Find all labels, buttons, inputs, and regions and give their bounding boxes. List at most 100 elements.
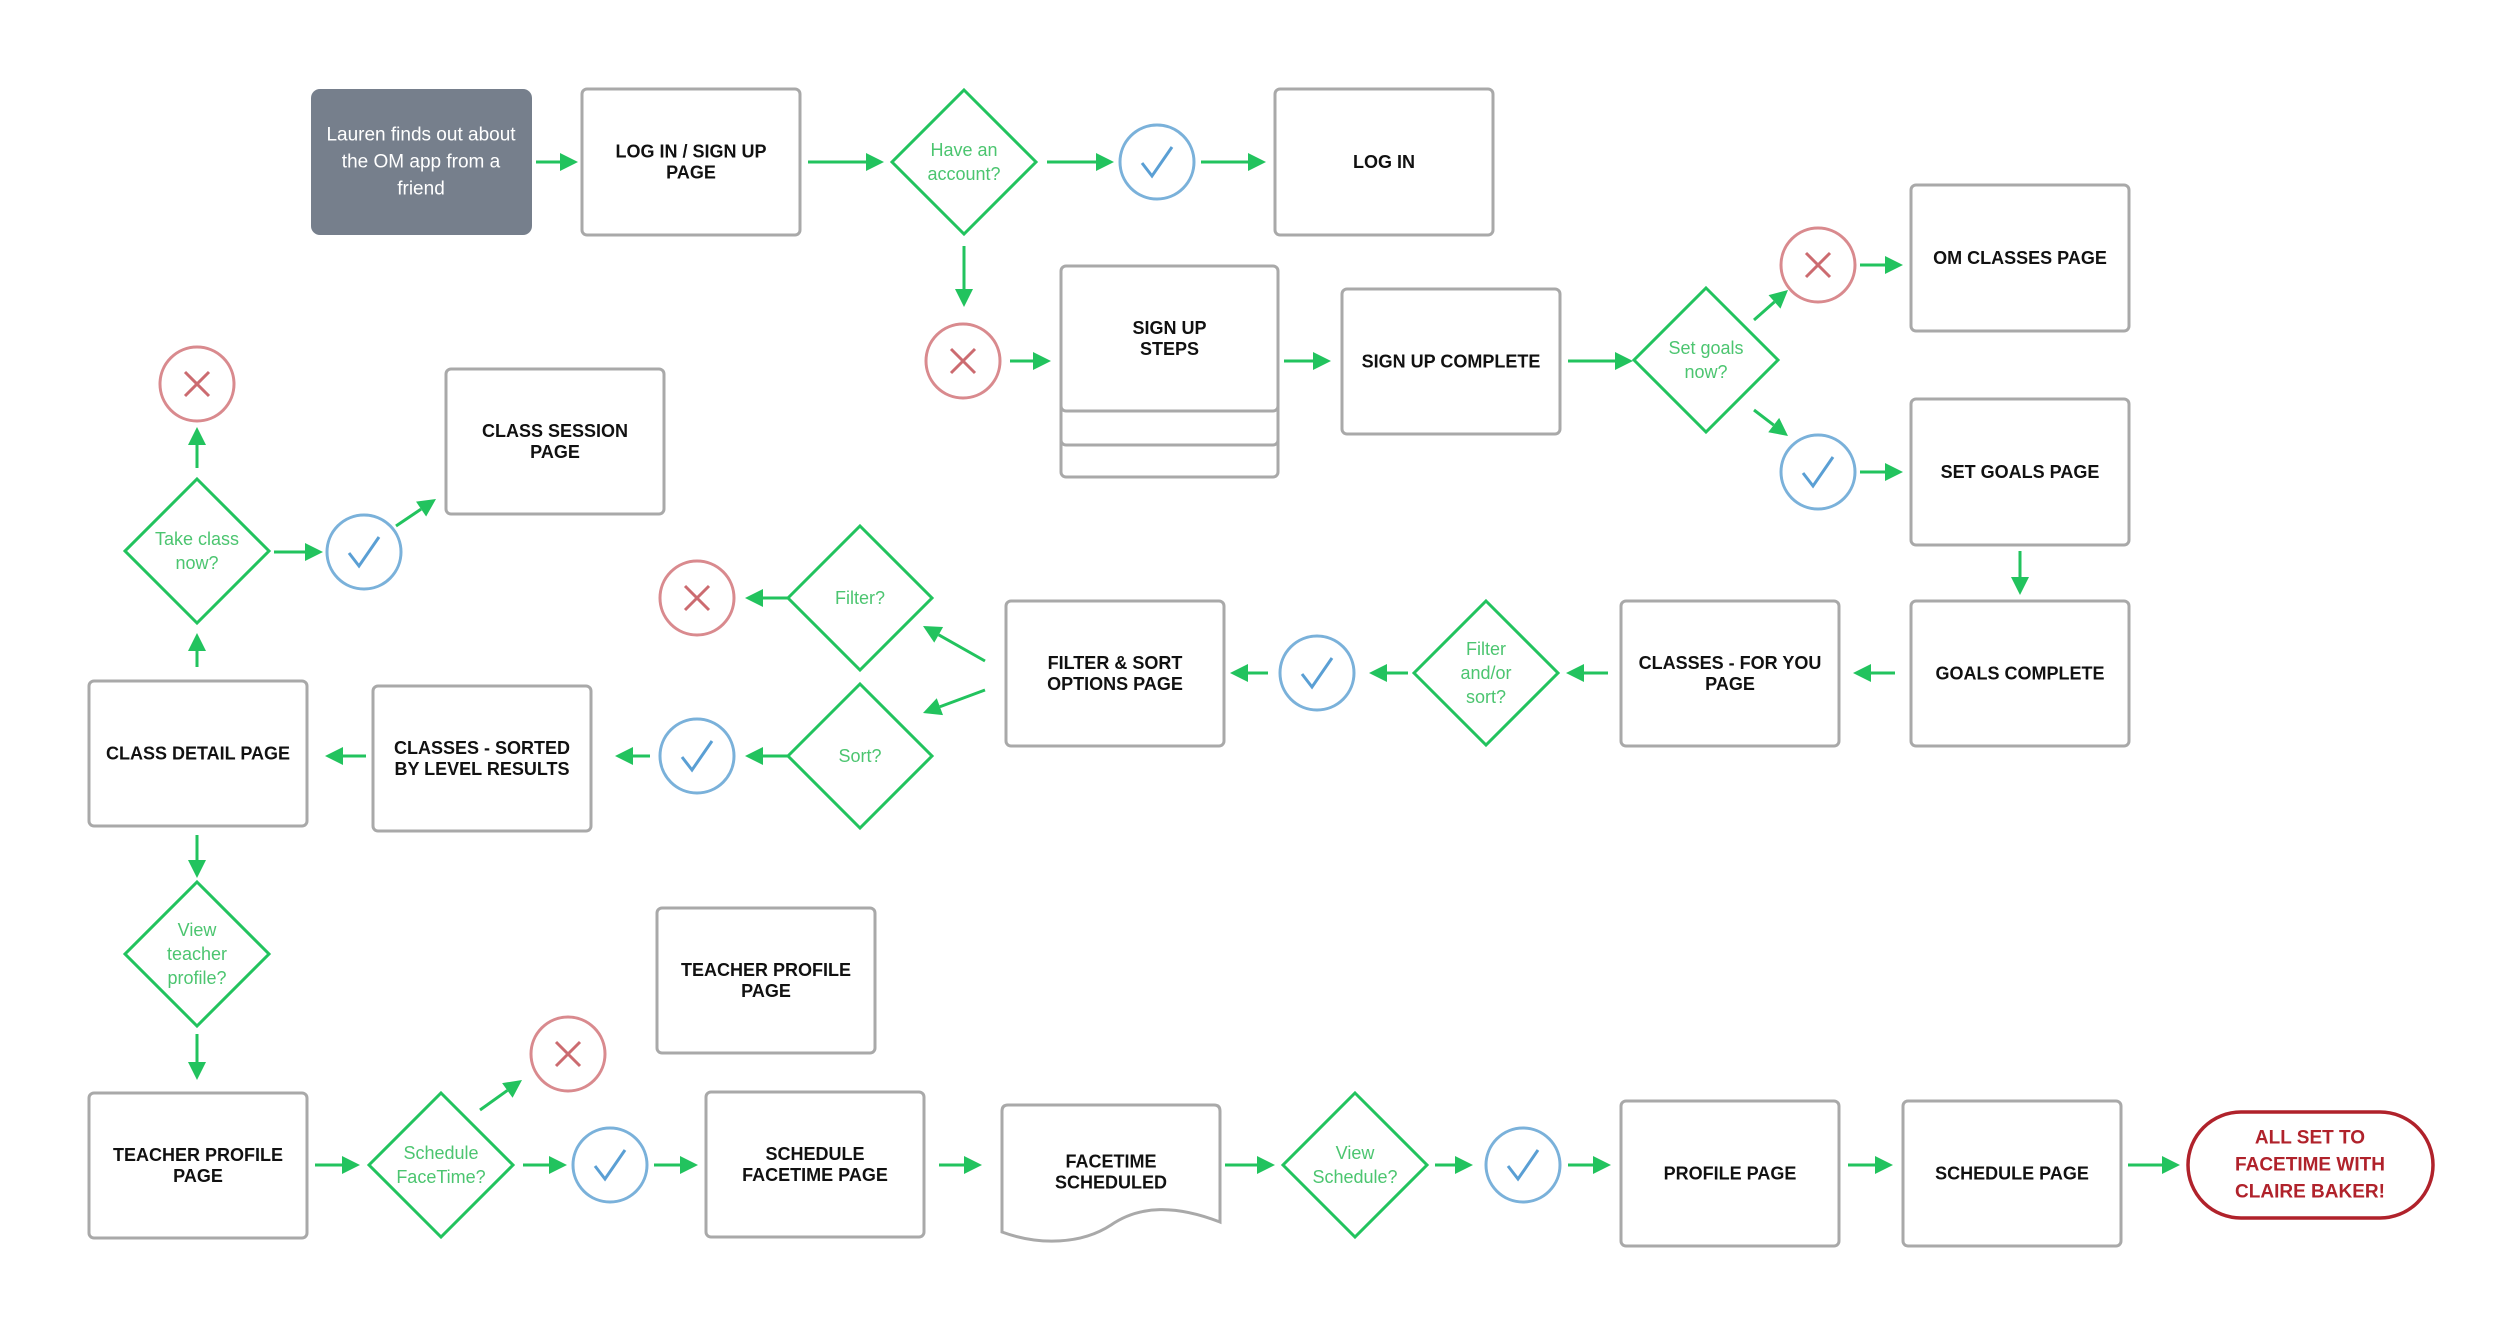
arrow-head (955, 289, 973, 307)
teacher-profile-top-box-shape (655, 906, 877, 1055)
schedule-facetime-box-label: SCHEDULE (765, 1144, 864, 1164)
profile-page-box (1619, 1099, 1841, 1248)
check-circle-icon (325, 513, 403, 591)
class-session-box (444, 367, 666, 516)
classes-for-you-box-label: CLASSES - FOR YOU (1639, 653, 1822, 673)
schedule-facetime-decision-label: Schedule (403, 1143, 478, 1163)
arrow-head (1853, 664, 1871, 682)
log-in-box-shape (1273, 87, 1495, 237)
arrow-head (1768, 417, 1788, 436)
check-mark-icon (680, 740, 714, 773)
teacher-profile-top-box-label: TEACHER PROFILE (681, 960, 851, 980)
set-goals-now-decision-label: Set goals (1668, 338, 1743, 358)
profile-page-box-shape (1619, 1099, 1841, 1248)
check-circle-icon (1118, 123, 1196, 201)
goals-complete-box-label: GOALS COMPLETE (1935, 664, 2104, 684)
have-account-decision-shape (889, 87, 1039, 237)
arrow-head (1885, 256, 1903, 274)
check-mark-icon (593, 1149, 627, 1182)
class-session-box-shape (444, 367, 666, 516)
log-in-box-label: LOG IN (1353, 152, 1415, 172)
arrow-head (560, 153, 578, 171)
filter-decision-shape (785, 523, 935, 673)
view-schedule-decision-label: View (1336, 1143, 1376, 1163)
sign-up-steps-box (1059, 264, 1280, 413)
take-class-now-decision-label: Take class (155, 529, 239, 549)
classes-for-you-box-shape (1619, 599, 1841, 748)
view-teacher-profile-decision-shape (122, 879, 272, 1029)
filter-decision-label: Filter? (835, 588, 885, 608)
arrow-head (305, 543, 323, 561)
schedule-page-box-shape (1901, 1099, 2123, 1248)
arrow-head (1313, 352, 1331, 370)
arrow-head (188, 633, 206, 651)
flow-arrow (939, 688, 986, 709)
sign-up-complete-box-label: SIGN UP COMPLETE (1362, 352, 1541, 372)
x-mark-icon (1804, 251, 1832, 279)
sign-up-steps-box-label: SIGN UP (1132, 318, 1206, 338)
sort-decision-label: Sort? (838, 746, 881, 766)
check-mark-icon (1506, 1149, 1540, 1182)
take-class-now-decision-label: now? (175, 553, 218, 573)
arrow-head (416, 499, 436, 517)
filter-sort-options-box (1004, 599, 1226, 748)
schedule-facetime-decision-label: FaceTime? (396, 1167, 485, 1187)
arrow-head (502, 1080, 522, 1098)
arrow-head (745, 747, 763, 765)
facetime-scheduled-label: FACETIME (1065, 1152, 1156, 1172)
arrow-head (1768, 290, 1788, 309)
class-detail-box-label: CLASS DETAIL PAGE (106, 744, 290, 764)
teacher-profile-bottom-box (87, 1091, 309, 1240)
login-signup-page-box-label: LOG IN / SIGN UP (615, 142, 766, 162)
sort-decision-shape (785, 681, 935, 831)
arrow-head (1615, 352, 1633, 370)
arrow-head (1566, 664, 1584, 682)
log-in-box (1273, 87, 1495, 237)
arrow-head (1593, 1156, 1611, 1174)
x-mark-icon (183, 370, 211, 398)
flow-arrow (937, 633, 986, 663)
filter-sort-options-box-label: FILTER & SORT (1048, 653, 1183, 673)
start-node-label: the OM app from a (342, 152, 501, 173)
profile-page-box-label: PROFILE PAGE (1664, 1164, 1797, 1184)
arrow-head (1033, 352, 1051, 370)
sign-up-complete-box-shape (1340, 287, 1562, 436)
check-mark-icon (347, 536, 381, 569)
arrow-head (1455, 1156, 1473, 1174)
arrow-head (1257, 1156, 1275, 1174)
facetime-scheduled-document (1000, 1103, 1222, 1243)
arrow-head (1248, 153, 1266, 171)
x-mark-icon (554, 1040, 582, 1068)
start-node (311, 89, 532, 235)
classes-sorted-box-label: CLASSES - SORTED (394, 738, 570, 758)
om-classes-page-box-label: OM CLASSES PAGE (1933, 248, 2107, 268)
arrow-head (1885, 463, 1903, 481)
view-teacher-profile-decision-label: teacher (167, 944, 227, 964)
arrow-head (188, 427, 206, 445)
flow-arrow (1753, 408, 1775, 427)
start-node-label: friend (397, 179, 445, 200)
view-schedule-decision-label: Schedule? (1312, 1167, 1397, 1187)
filter-sort-options-box-label: OPTIONS PAGE (1047, 674, 1183, 694)
start-node-label: Lauren finds out about (326, 125, 516, 146)
check-circle-icon (1779, 433, 1857, 511)
filter-and-or-sort-decision-shape (1411, 598, 1561, 748)
classes-for-you-box (1619, 599, 1841, 748)
set-goals-now-decision-label: now? (1684, 362, 1727, 382)
arrow-head (1230, 664, 1248, 682)
arrow-head (923, 626, 944, 643)
schedule-facetime-box (704, 1090, 926, 1239)
check-mark-icon (1300, 657, 1334, 690)
schedule-page-box (1901, 1099, 2123, 1248)
goals-complete-box (1909, 599, 2131, 748)
arrow-head (964, 1156, 982, 1174)
arrow-head (866, 153, 884, 171)
goals-complete-box-shape (1909, 599, 2131, 748)
classes-sorted-box-label: BY LEVEL RESULTS (394, 759, 569, 779)
check-circle-icon (1484, 1126, 1562, 1204)
arrow-head (923, 698, 944, 716)
flow-arrow (479, 1089, 509, 1112)
check-mark-icon (1801, 456, 1835, 489)
teacher-profile-top-box (655, 906, 877, 1055)
